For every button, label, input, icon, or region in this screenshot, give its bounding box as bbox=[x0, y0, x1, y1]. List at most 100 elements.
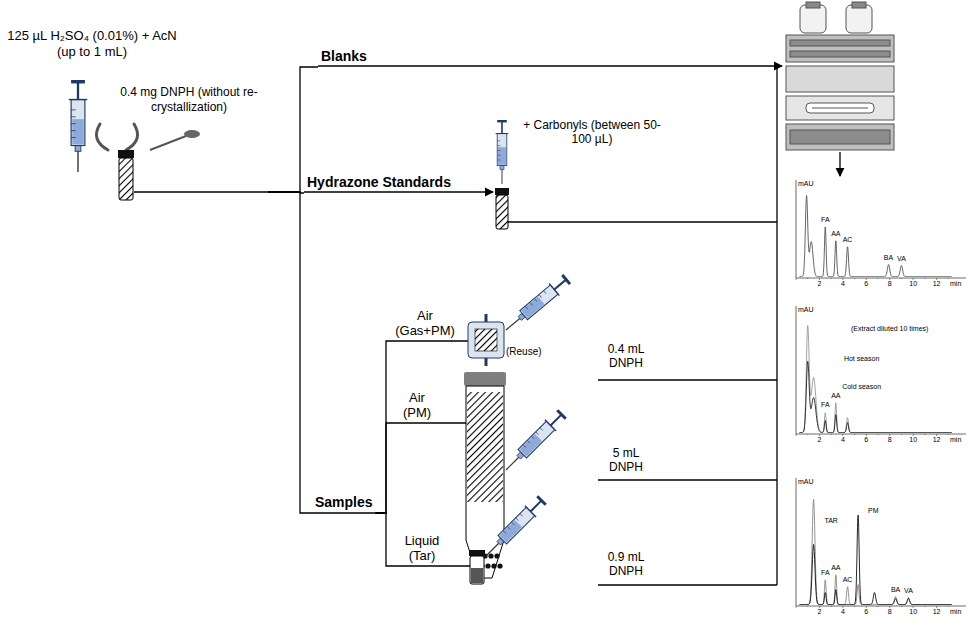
chart-label: 6 bbox=[858, 436, 874, 444]
step-label-box: Air (Gas+PM) bbox=[392, 306, 458, 341]
standard-vial bbox=[495, 188, 509, 229]
chromatogram bbox=[842, 278, 843, 280]
chart-label: 2 bbox=[811, 280, 827, 288]
hplc-instrument bbox=[812, 108, 868, 109]
chart-label: TAR bbox=[781, 517, 881, 525]
step-label-box: Blanks bbox=[318, 46, 370, 67]
chromatogram bbox=[878, 278, 879, 279]
dnph-vial bbox=[119, 158, 133, 200]
chromatogram bbox=[913, 434, 914, 436]
chromatogram bbox=[854, 278, 855, 279]
tweezers bbox=[126, 124, 138, 150]
centrifuge-tube bbox=[488, 553, 493, 558]
vial-outlet-line bbox=[134, 191, 268, 192]
chromatogram bbox=[936, 606, 937, 608]
chromatogram bbox=[866, 434, 867, 436]
chromatogram bbox=[901, 434, 902, 435]
flow-line bbox=[376, 423, 392, 513]
chart-label: 8 bbox=[882, 608, 898, 616]
tar-vial bbox=[471, 568, 483, 583]
sample-lines bbox=[392, 565, 470, 566]
collector-lines bbox=[598, 584, 777, 585]
tube-syringe bbox=[500, 408, 568, 476]
chromatogram bbox=[842, 606, 843, 608]
step-label: Samples bbox=[315, 494, 373, 511]
chart-label: 8 bbox=[882, 280, 898, 288]
collector-lines bbox=[598, 479, 777, 480]
annotation: 0.9 mL DNPH bbox=[598, 550, 654, 579]
chart-label: AA bbox=[827, 392, 845, 400]
chart-label: mAU bbox=[798, 180, 814, 188]
chromatogram bbox=[936, 434, 937, 436]
chromatograms bbox=[796, 180, 966, 608]
chromatogram bbox=[901, 606, 902, 607]
centrifuge-tube bbox=[464, 372, 506, 578]
chart-label: mAU bbox=[798, 306, 814, 314]
hplc-instrument bbox=[790, 51, 890, 57]
standard-syringe bbox=[496, 120, 509, 184]
sample-lines bbox=[392, 341, 470, 566]
chromatogram bbox=[866, 606, 867, 608]
chart-label: 12 bbox=[929, 608, 945, 616]
centrifuge-tube bbox=[466, 386, 504, 578]
chromatogram bbox=[913, 278, 914, 280]
chromatogram bbox=[948, 278, 949, 279]
standard-vial bbox=[496, 195, 508, 229]
chromatogram bbox=[878, 434, 879, 435]
centrifuge-tube bbox=[467, 392, 503, 502]
standard-syringe bbox=[496, 120, 509, 184]
tweezers bbox=[96, 124, 108, 150]
hplc-instrument bbox=[786, 35, 894, 62]
spatula bbox=[150, 130, 200, 150]
chromatogram bbox=[807, 434, 808, 435]
chromatogram bbox=[889, 278, 890, 280]
chromatogram bbox=[831, 434, 832, 435]
chromatogram bbox=[796, 306, 966, 436]
hplc-instrument bbox=[806, 2, 820, 8]
hplc-instrument bbox=[852, 2, 866, 8]
chromatogram bbox=[854, 606, 855, 607]
chromatogram bbox=[819, 434, 820, 436]
chart-label: FA bbox=[816, 216, 834, 224]
chromatogram bbox=[800, 500, 952, 605]
tar-syringe bbox=[480, 494, 548, 562]
collector-lines bbox=[598, 379, 777, 380]
chart-label: (Extract diluted 10 times) bbox=[840, 325, 940, 333]
chromatogram bbox=[796, 306, 966, 434]
spatula bbox=[184, 130, 200, 138]
hplc-instrument bbox=[790, 130, 890, 144]
step-label: Liquid (Tar) bbox=[395, 533, 449, 564]
chart-label: mAU bbox=[798, 478, 814, 486]
chart-label: 10 bbox=[905, 436, 921, 444]
chart-label: min bbox=[950, 436, 961, 444]
chromatogram bbox=[948, 606, 949, 607]
tube-syringe bbox=[500, 408, 568, 476]
hplc-instrument bbox=[786, 66, 894, 92]
hplc-arrow bbox=[839, 152, 840, 176]
step-label: Blanks bbox=[321, 48, 367, 65]
annotation: 0.4 mL DNPH bbox=[598, 342, 654, 371]
reagent-text: 125 µL H₂SO₄ (0.01%) + AcN (up to 1 mL) bbox=[3, 28, 181, 59]
chromatogram bbox=[807, 606, 808, 607]
sample-lines bbox=[392, 340, 468, 341]
annotation: (Reuse) bbox=[506, 346, 542, 358]
hplc-instrument bbox=[786, 2, 894, 150]
centrifuge-tube bbox=[485, 563, 490, 568]
chromatogram bbox=[924, 278, 925, 279]
centrifuge-tube bbox=[491, 563, 496, 568]
chromatogram bbox=[800, 326, 952, 433]
tar-syringe bbox=[480, 494, 548, 562]
chart-label: BA bbox=[880, 254, 898, 262]
flow-line bbox=[268, 67, 318, 192]
chromatogram bbox=[819, 278, 820, 280]
tweezers bbox=[96, 124, 137, 150]
chart-label: FA bbox=[816, 401, 834, 409]
chart-label: 10 bbox=[905, 608, 921, 616]
spatula bbox=[150, 136, 186, 150]
chart-label: AC bbox=[839, 576, 857, 584]
chromatogram bbox=[889, 606, 890, 608]
chromatogram bbox=[796, 478, 966, 608]
step-label: Air (PM) bbox=[395, 390, 439, 421]
